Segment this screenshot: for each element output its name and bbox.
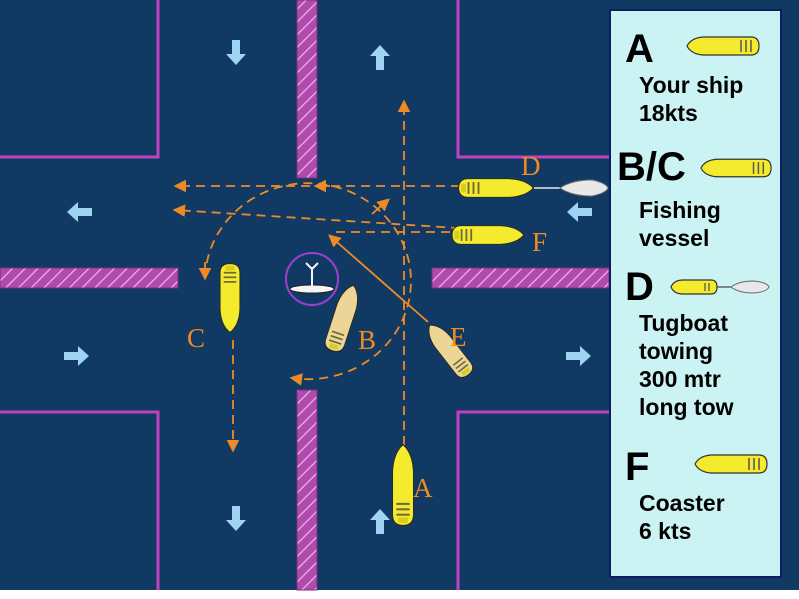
- yellow-ship-icon: [686, 36, 760, 56]
- legend-text-d: Tugboat towing 300 mtr long tow: [639, 310, 734, 420]
- track-b-turn: [204, 182, 412, 386]
- legend-text-a: Your ship 18kts: [639, 72, 744, 126]
- tug: [457, 177, 535, 199]
- legend-letter-f: F: [625, 445, 650, 489]
- tug-with-tow-icon: [670, 279, 770, 295]
- vessel-d: [457, 177, 609, 199]
- label-a: A: [413, 473, 433, 503]
- label-f: F: [532, 227, 547, 257]
- track-e: [328, 234, 429, 323]
- vessel-f: [451, 224, 525, 246]
- separation-zone-south: [296, 389, 318, 591]
- legend-panel: A Your ship 18kts B/C Fishing vessel D T…: [609, 9, 782, 578]
- vessel-a: [391, 443, 415, 527]
- legend-letter-bc: B/C: [617, 145, 686, 189]
- legend-text-bc: Fishing vessel: [639, 197, 721, 251]
- vessel-c: [219, 262, 241, 334]
- vessel-labels: A B C D E F: [187, 151, 547, 503]
- bottom-white-strip: [0, 590, 799, 599]
- legend-letter-d: D: [625, 265, 654, 309]
- label-d: D: [521, 151, 541, 181]
- track-arrowheads: [198, 179, 390, 281]
- tow: [559, 179, 609, 197]
- label-c: C: [187, 323, 205, 353]
- buoy-icon: [285, 252, 339, 306]
- yellow-ship-icon: [694, 454, 768, 474]
- label-b: B: [358, 325, 376, 355]
- track-c-cross: [172, 204, 521, 233]
- legend-text-f: Coaster 6 kts: [639, 490, 725, 544]
- separation-zone-north: [296, 0, 318, 179]
- vessel-tracks: [172, 99, 521, 453]
- separation-zone-west: [0, 267, 179, 289]
- label-e: E: [450, 322, 467, 352]
- separation-zones: [0, 0, 610, 591]
- lane-boundaries: [0, 0, 609, 590]
- separation-zone-east: [431, 267, 610, 289]
- yellow-ship-icon: [700, 158, 772, 178]
- legend-letter-a: A: [625, 27, 654, 71]
